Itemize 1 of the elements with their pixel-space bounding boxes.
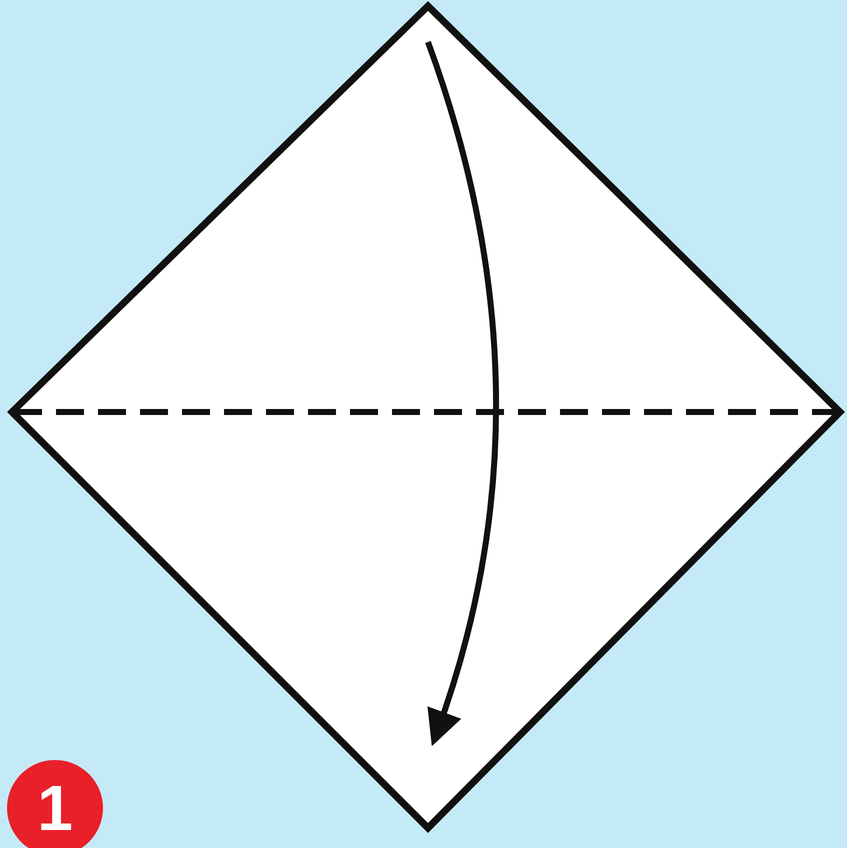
step-number: 1 (7, 760, 103, 848)
